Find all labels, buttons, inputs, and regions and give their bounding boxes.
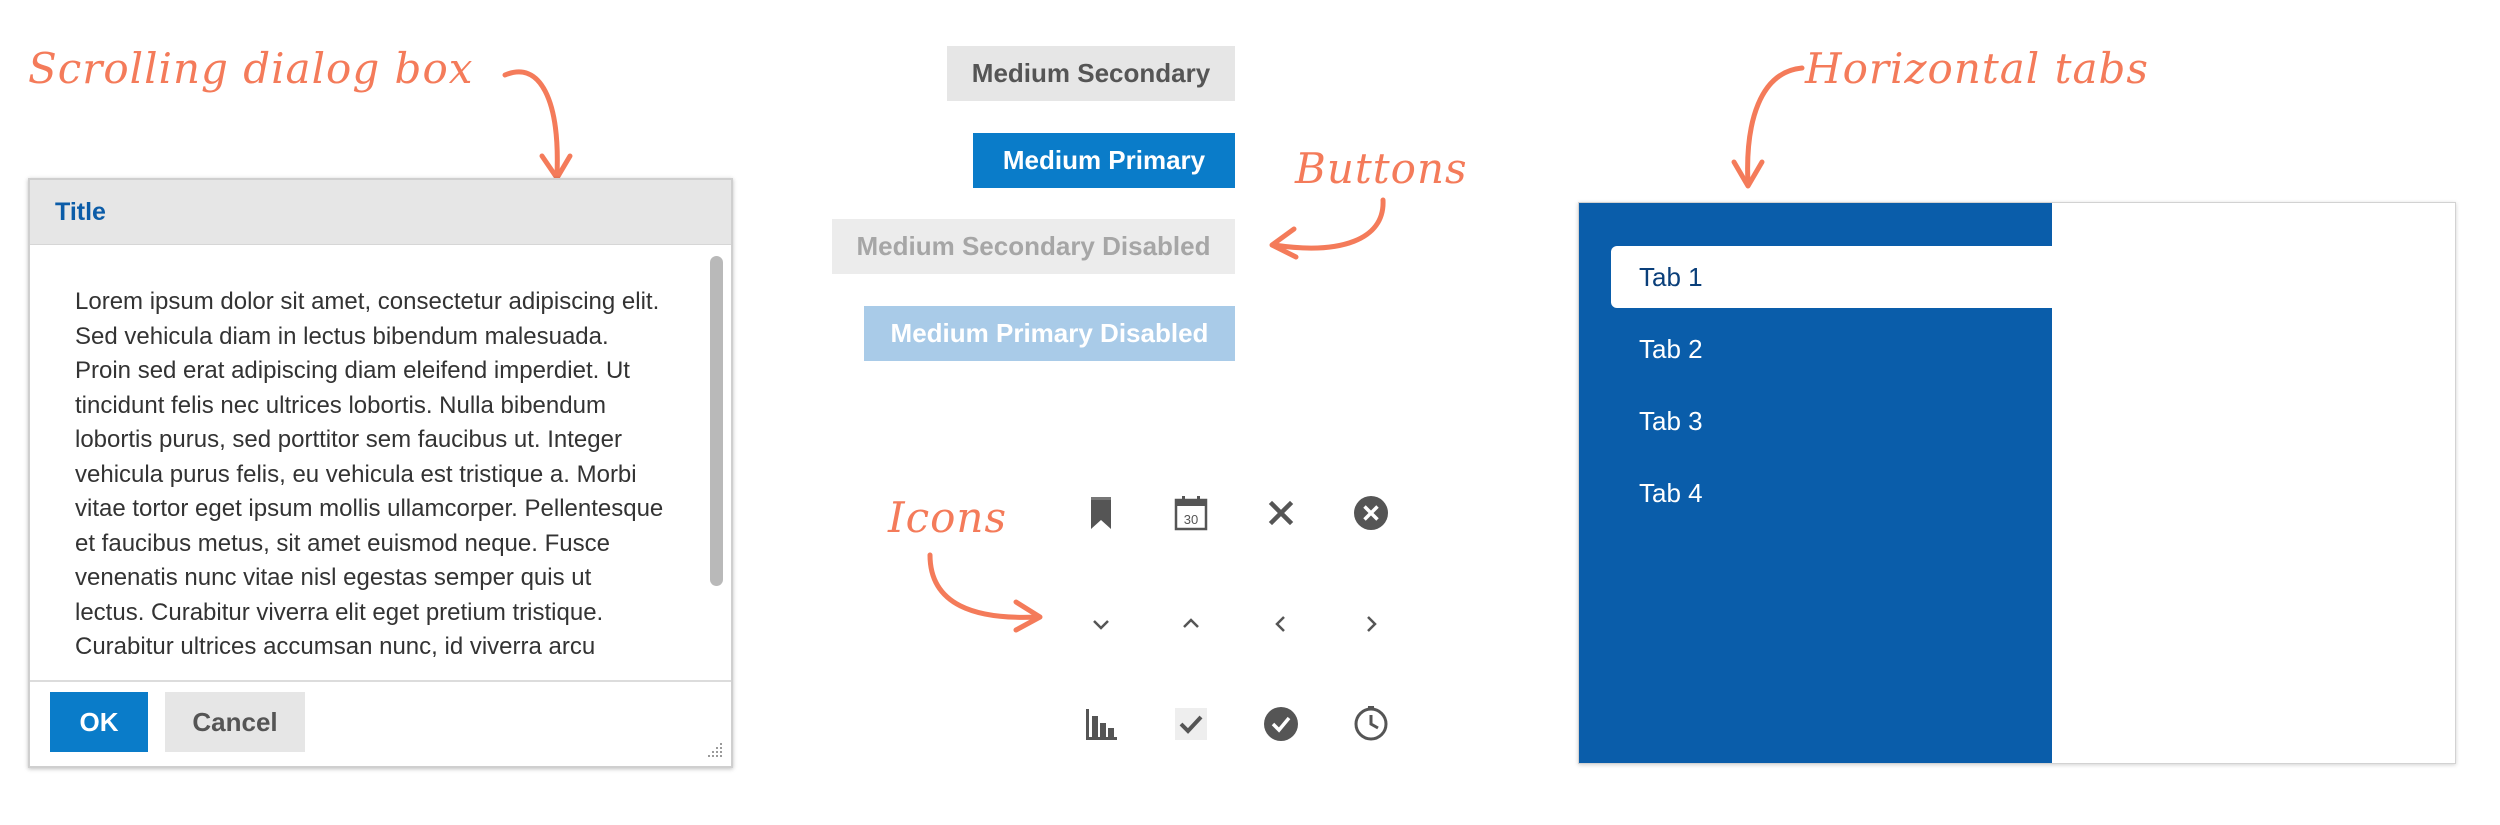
bookmark-icon <box>1081 493 1121 533</box>
resize-grip-icon[interactable] <box>707 742 723 758</box>
medium-secondary-disabled-button: Medium Secondary Disabled <box>832 219 1235 274</box>
cancel-button[interactable]: Cancel <box>165 692 305 752</box>
dialog-body-text: Lorem ipsum dolor sit amet, consectetur … <box>75 288 664 660</box>
annotation-arrow-icons <box>927 552 1043 633</box>
tab-rail: Tab 1 Tab 2 Tab 3 Tab 4 <box>1579 203 2052 763</box>
medium-secondary-button[interactable]: Medium Secondary <box>947 46 1235 101</box>
annotation-arrow-buttons <box>1269 197 1386 260</box>
checkmark-icon <box>1171 704 1211 744</box>
ok-button[interactable]: OK <box>50 692 148 752</box>
chevron-up-icon <box>1171 604 1211 644</box>
medium-primary-button[interactable]: Medium Primary <box>973 133 1235 188</box>
annotation-arrow-tabs <box>1731 65 1805 189</box>
bar-chart-icon <box>1081 704 1121 744</box>
dialog-footer: OK Cancel <box>30 680 731 766</box>
annotation-scrolling-dialog: Scrolling dialog box <box>28 44 474 93</box>
calendar-icon: 30 <box>1171 493 1211 533</box>
tabs-panel: Tab 1 Tab 2 Tab 3 Tab 4 <box>1578 202 2456 764</box>
tab-1[interactable]: Tab 1 <box>1611 246 2052 308</box>
close-icon <box>1261 493 1301 533</box>
chevron-left-icon <box>1261 604 1301 644</box>
annotation-horizontal-tabs: Horizontal tabs <box>1805 44 2149 93</box>
dialog-scrollbar-thumb[interactable] <box>710 256 723 586</box>
medium-primary-disabled-button: Medium Primary Disabled <box>864 306 1235 361</box>
dialog-header: Title <box>30 180 731 245</box>
tab-4[interactable]: Tab 4 <box>1639 477 1703 508</box>
dialog-scrollbar[interactable] <box>705 250 727 662</box>
close-circle-icon <box>1351 493 1391 533</box>
dialog-body[interactable]: Lorem ipsum dolor sit amet, consectetur … <box>30 245 705 665</box>
annotation-icons: Icons <box>888 493 1008 542</box>
annotation-buttons: Buttons <box>1295 144 1468 193</box>
tab-2[interactable]: Tab 2 <box>1639 333 1703 364</box>
check-circle-icon <box>1261 704 1301 744</box>
scrolling-dialog: Title Lorem ipsum dolor sit amet, consec… <box>28 178 733 768</box>
calendar-day-label: 30 <box>1184 512 1198 527</box>
dialog-title: Title <box>55 198 106 226</box>
tab-3[interactable]: Tab 3 <box>1639 405 1703 436</box>
chevron-down-icon <box>1081 604 1121 644</box>
chevron-right-icon <box>1351 604 1391 644</box>
clock-icon <box>1351 704 1391 744</box>
